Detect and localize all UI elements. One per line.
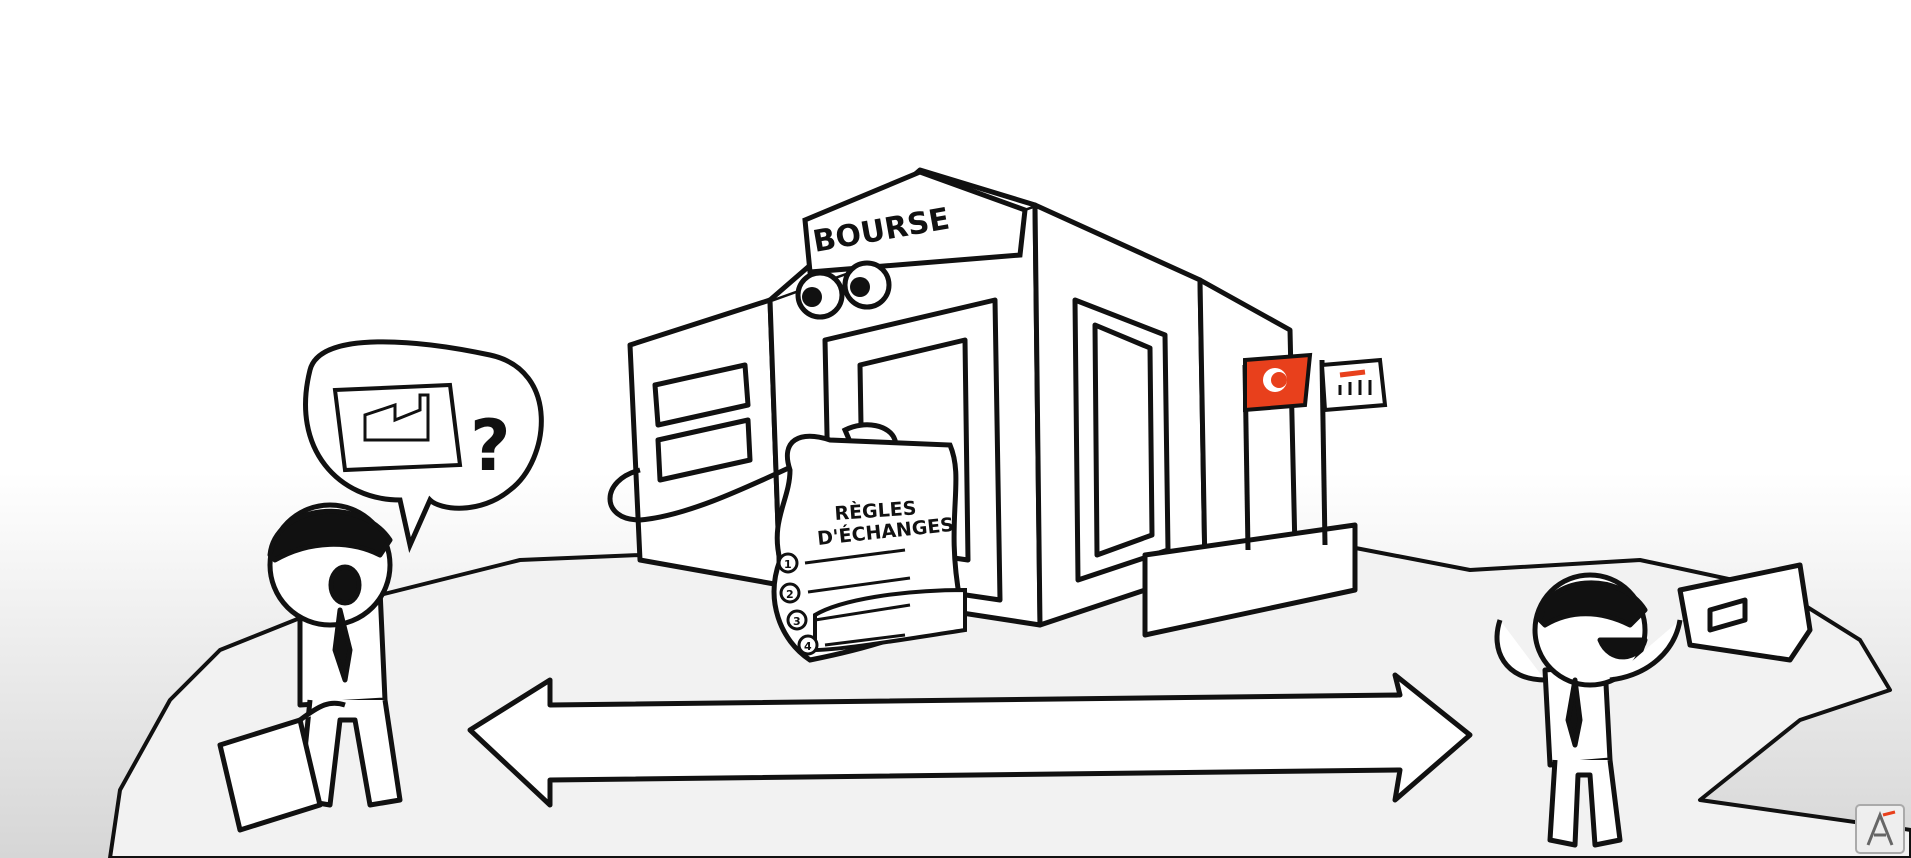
rules-scroll: RÈGLES D'ÉCHANGES 1 2 3 4	[771, 433, 967, 663]
window-left-top	[652, 362, 751, 428]
briefcase-icon	[217, 717, 323, 833]
bourse-sign: BOURSE	[802, 169, 1028, 275]
scroll-item-1: 1	[784, 558, 792, 571]
flag-icon-2	[1319, 357, 1388, 413]
scroll-title-line1: RÈGLES	[834, 496, 917, 525]
buyer-character	[217, 502, 403, 833]
scroll-item-4: 4	[804, 640, 812, 653]
side-window-inner	[1092, 322, 1155, 558]
steps	[1142, 522, 1358, 638]
flags	[1242, 352, 1388, 551]
building-eyes	[795, 260, 892, 320]
double-arrow-icon	[467, 672, 1473, 808]
watermark-logo-icon	[1855, 804, 1905, 854]
window-left-bottom	[655, 417, 753, 483]
scroll-items	[777, 548, 911, 656]
speech-bubble: ?	[303, 339, 544, 553]
scroll-item-2: 2	[786, 588, 794, 601]
question-mark-icon: ?	[470, 405, 511, 487]
scroll-item-3: 3	[793, 615, 801, 628]
seller-character	[1494, 562, 1813, 848]
building-arm	[607, 442, 841, 523]
